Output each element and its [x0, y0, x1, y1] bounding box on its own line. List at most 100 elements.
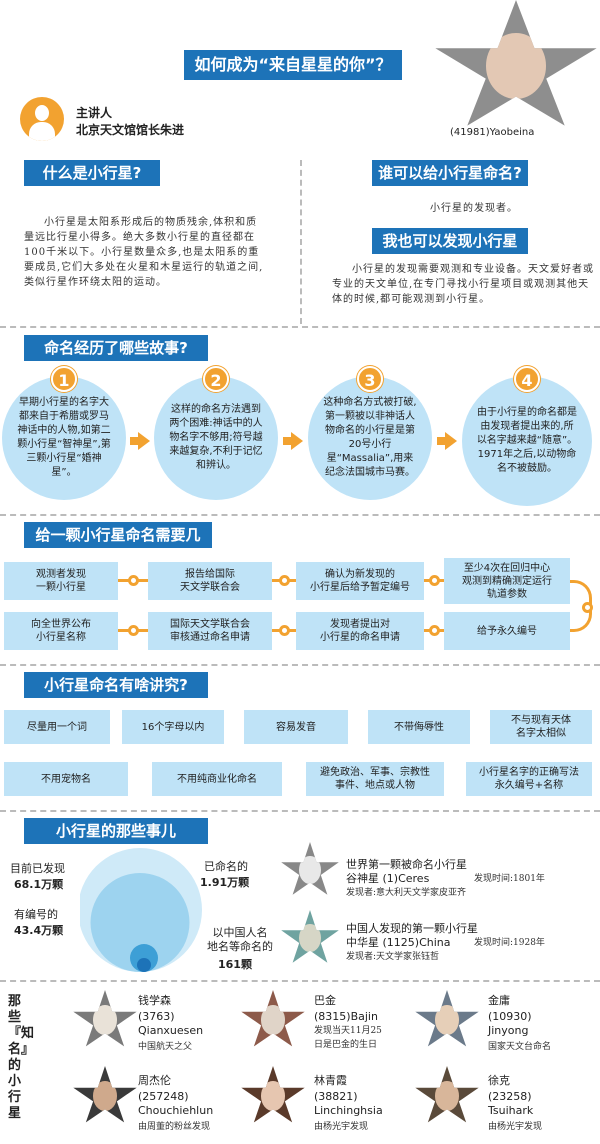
- who-body: 小行星的发现者。: [430, 203, 518, 214]
- portrait-star: [435, 0, 597, 126]
- portrait-caption: (41981)Yaobeina: [450, 127, 535, 138]
- jinyong-star: [415, 990, 479, 1047]
- bajin-cn: 巴金: [314, 994, 336, 1007]
- cn-title: 中国人发现的第一颗小行星: [346, 922, 478, 935]
- named-value: 1.91万颗: [200, 876, 250, 889]
- story-num-1: 1: [51, 366, 77, 392]
- steps-title: 给一颗小行星命名需要几步?: [14, 522, 222, 570]
- famous-label: 那些『知名』的小行星: [8, 994, 35, 1121]
- numbered-value: 43.4万颗: [14, 924, 64, 937]
- story-num-3: 3: [357, 366, 383, 392]
- story-num-4: 4: [514, 366, 540, 392]
- main-title: 如何成为“来自星星的你”？: [174, 50, 412, 80]
- rule-tag: 不与现有天体 名字太相似: [490, 710, 592, 744]
- rule-tag: 不用宠物名: [4, 762, 128, 796]
- jay-num: (257248): [138, 1090, 189, 1103]
- who-title: 谁可以给小行星命名?: [362, 160, 538, 186]
- bubble-chinese: [137, 958, 151, 972]
- first-title: 世界第一颗被命名小行星: [346, 858, 467, 871]
- story-num-2: 2: [203, 366, 229, 392]
- story-text-4: 由于小行星的命名都是由发现者提出来的,所以名字越来越“随意”。1971年之后,以…: [476, 407, 578, 474]
- arrow-icon: [437, 432, 457, 450]
- step-4: 至少4次在回归中心 观测到精确测定运行 轨道参数: [444, 558, 570, 604]
- rule-tag: 16个字母以内: [122, 710, 224, 744]
- flow-dot: [582, 602, 593, 613]
- column-divider: [300, 160, 302, 324]
- jinyong-cn: 金庸: [488, 994, 510, 1007]
- lin-note: 由杨光宇发现: [314, 1122, 369, 1132]
- flow-dot: [279, 625, 290, 636]
- qian-note: 中国航天之父: [138, 1042, 193, 1052]
- tsui-note: 由杨光宇发现: [488, 1122, 543, 1132]
- jinyong-en: Jinyong: [488, 1024, 529, 1037]
- rules-title: 小行星命名有啥讲究?: [14, 672, 218, 698]
- arrow-icon: [130, 432, 150, 450]
- named-label: 已命名的: [204, 860, 248, 873]
- story-text-2: 这样的命名方法遇到两个困难:神话中的人物名字不够用;符号越来越复杂,不利于记忆和…: [169, 404, 263, 471]
- asteroid-count-chart: [80, 848, 202, 972]
- rule-tag: 不带侮辱性: [368, 710, 470, 744]
- step-2: 报告给国际 天文学联合会: [148, 562, 272, 600]
- step-1: 观测者发现 一颗小行星: [4, 562, 118, 600]
- found-value: 68.1万颗: [14, 878, 64, 891]
- cn-finder: 发现者:天文学家张钰哲: [346, 952, 440, 962]
- first-finder: 发现者:意大利天文学家皮亚齐: [346, 888, 467, 898]
- jay-cn: 周杰伦: [138, 1074, 171, 1087]
- what-body: 小行星是太阳系形成后的物质残余,体积和质量远比行星小得多。绝大多数小行星的直径都…: [24, 217, 264, 288]
- tsui-en: Tsuihark: [488, 1104, 534, 1117]
- tsui-cn: 徐克: [488, 1074, 510, 1087]
- step-8: 向全世界公布 小行星名称: [4, 612, 118, 650]
- divider: [0, 326, 600, 328]
- bajin-star: [241, 990, 305, 1047]
- rule-tag: 尽量用一个词: [4, 710, 110, 744]
- cn-name: 中华星 (1125)China: [346, 936, 451, 949]
- china-star: [281, 910, 339, 963]
- flow-dot: [429, 625, 440, 636]
- divider: [0, 514, 600, 516]
- stories-title: 命名经历了哪些故事?: [14, 335, 218, 361]
- can-body: 小行星的发现需要观测和专业设备。天文爱好者或专业的天文单位,在专门寻找小行星项目…: [332, 264, 594, 305]
- flow-dot: [429, 575, 440, 586]
- cn-time: 发现时间:1928年: [474, 938, 545, 948]
- speaker-name: 北京天文馆馆长朱进: [76, 123, 185, 137]
- numbered-label: 有编号的: [14, 908, 58, 921]
- jinyong-num: (10930): [488, 1010, 532, 1023]
- qian-en: Qianxuesen: [138, 1024, 204, 1037]
- rule-tag: 容易发音: [244, 710, 348, 744]
- story-circle-1: 早期小行星的名字大都来自于希腊或罗马神话中的人物,如第二颗小行星“智神星”,第三…: [2, 376, 126, 500]
- tsui-star: [415, 1066, 479, 1123]
- story-circle-3: 这种命名方式被打破,第一颗被以非神话人物命名的小行星是第20号小行星“Massa…: [308, 376, 432, 500]
- story-circle-2: 这样的命名方法遇到两个困难:神话中的人物名字不够用;符号越来越复杂,不利于记忆和…: [154, 376, 278, 500]
- avatar: [20, 97, 64, 141]
- flow-dot: [128, 575, 139, 586]
- can-title: 我也可以发现小行星吗?: [362, 228, 538, 276]
- bajin-num: (8315)Bajin: [314, 1010, 378, 1023]
- divider: [0, 664, 600, 666]
- qian-num: (3763): [138, 1010, 175, 1023]
- bubble-numbered: [90, 873, 190, 972]
- divider: [0, 980, 600, 982]
- lin-num: (38821): [314, 1090, 358, 1103]
- chinese-label: 以中国人名 地名等命名的: [207, 926, 273, 953]
- facts-title: 小行星的那些事儿: [14, 818, 218, 844]
- chinese-value: 161颗: [218, 958, 252, 971]
- rule-tag: 避免政治、军事、宗教性 事件、地点或人物: [306, 762, 444, 796]
- qian-star: [73, 990, 137, 1047]
- jay-note: 由周董的粉丝发现: [138, 1122, 211, 1132]
- ceres-star: [281, 842, 339, 895]
- story-text-1: 早期小行星的名字大都来自于希腊或罗马神话中的人物,如第二颗小行星“智神星”,第三…: [17, 397, 111, 478]
- step-7: 国际天文学联合会 审核通过命名申请: [148, 612, 272, 650]
- flow-dot: [279, 575, 290, 586]
- jinyong-note: 国家天文台命名: [488, 1042, 552, 1052]
- found-label: 目前已发现: [10, 862, 65, 875]
- rule-tag: 不用纯商业化命名: [152, 762, 282, 796]
- what-title: 什么是小行星?: [14, 160, 170, 186]
- divider: [0, 810, 600, 812]
- arrow-icon: [283, 432, 303, 450]
- lin-star: [241, 1066, 305, 1123]
- first-time: 发现时间:1801年: [474, 874, 545, 884]
- rule-tag: 小行星名字的正确写法 永久编号+名称: [466, 762, 592, 796]
- lin-cn: 林青霞: [314, 1074, 347, 1087]
- bajin-note: 发现当天11月25 日是巴金的生日: [314, 1026, 382, 1050]
- tsui-num: (23258): [488, 1090, 532, 1103]
